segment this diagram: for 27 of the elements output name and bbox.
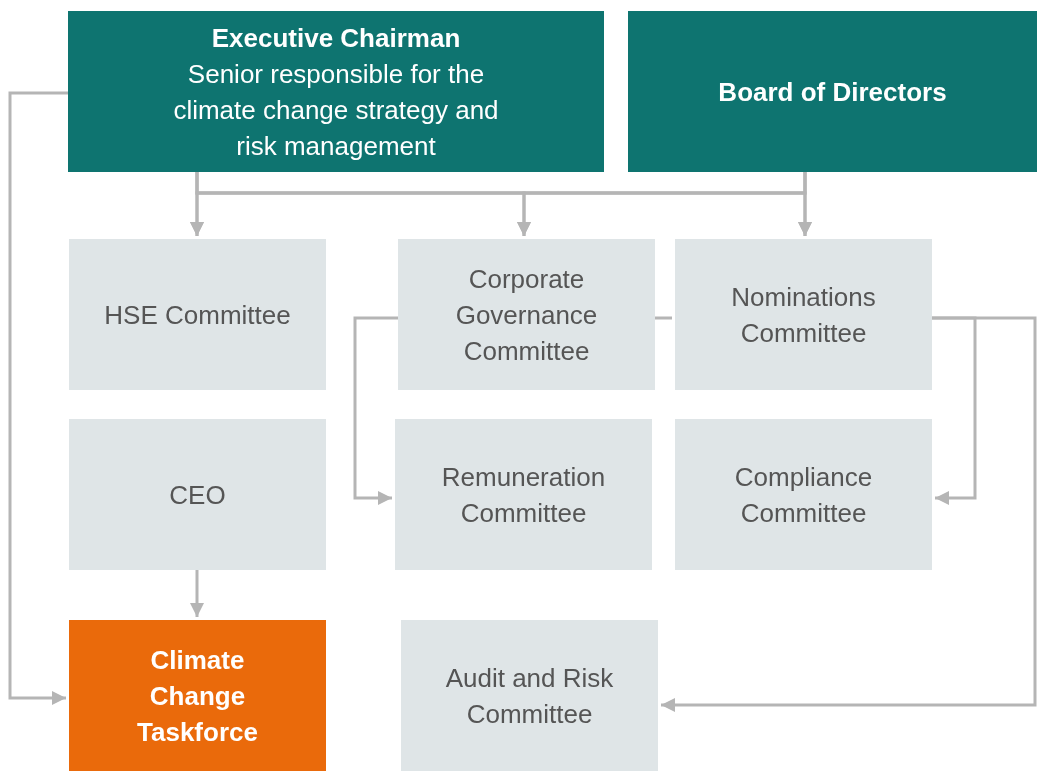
box-description: Senior responsible for the climate change strategy and risk management [172, 57, 500, 163]
box-title: CEO [169, 478, 226, 512]
arrow [190, 570, 204, 617]
committee-box [675, 419, 932, 570]
committee-box [401, 620, 658, 771]
box-title: HSE Committee [104, 298, 291, 332]
taskforce-box [69, 620, 326, 771]
box-title: Nominations Committee [730, 280, 877, 350]
box-title: Audit and Risk Committee [444, 661, 615, 731]
box-title: Climate Change Taskforce [136, 643, 259, 749]
arrow [8, 91, 68, 705]
committee-box [395, 419, 652, 570]
box-title: Executive Chairman [211, 21, 461, 55]
role-box [628, 11, 1037, 172]
committee-box [398, 239, 655, 390]
committee-box [69, 239, 326, 390]
arrow [661, 316, 1037, 712]
arrow [353, 316, 398, 505]
box-title: Corporate Governance Committee [454, 262, 599, 368]
committee-box [675, 239, 932, 390]
role-box [68, 11, 604, 172]
box-title: Compliance Committee [733, 460, 874, 530]
connector-line [655, 316, 672, 320]
arrow [798, 172, 812, 236]
box-title: Remuneration Committee [440, 460, 607, 530]
box-title: Board of Directors [718, 75, 947, 109]
committee-box [69, 419, 326, 570]
